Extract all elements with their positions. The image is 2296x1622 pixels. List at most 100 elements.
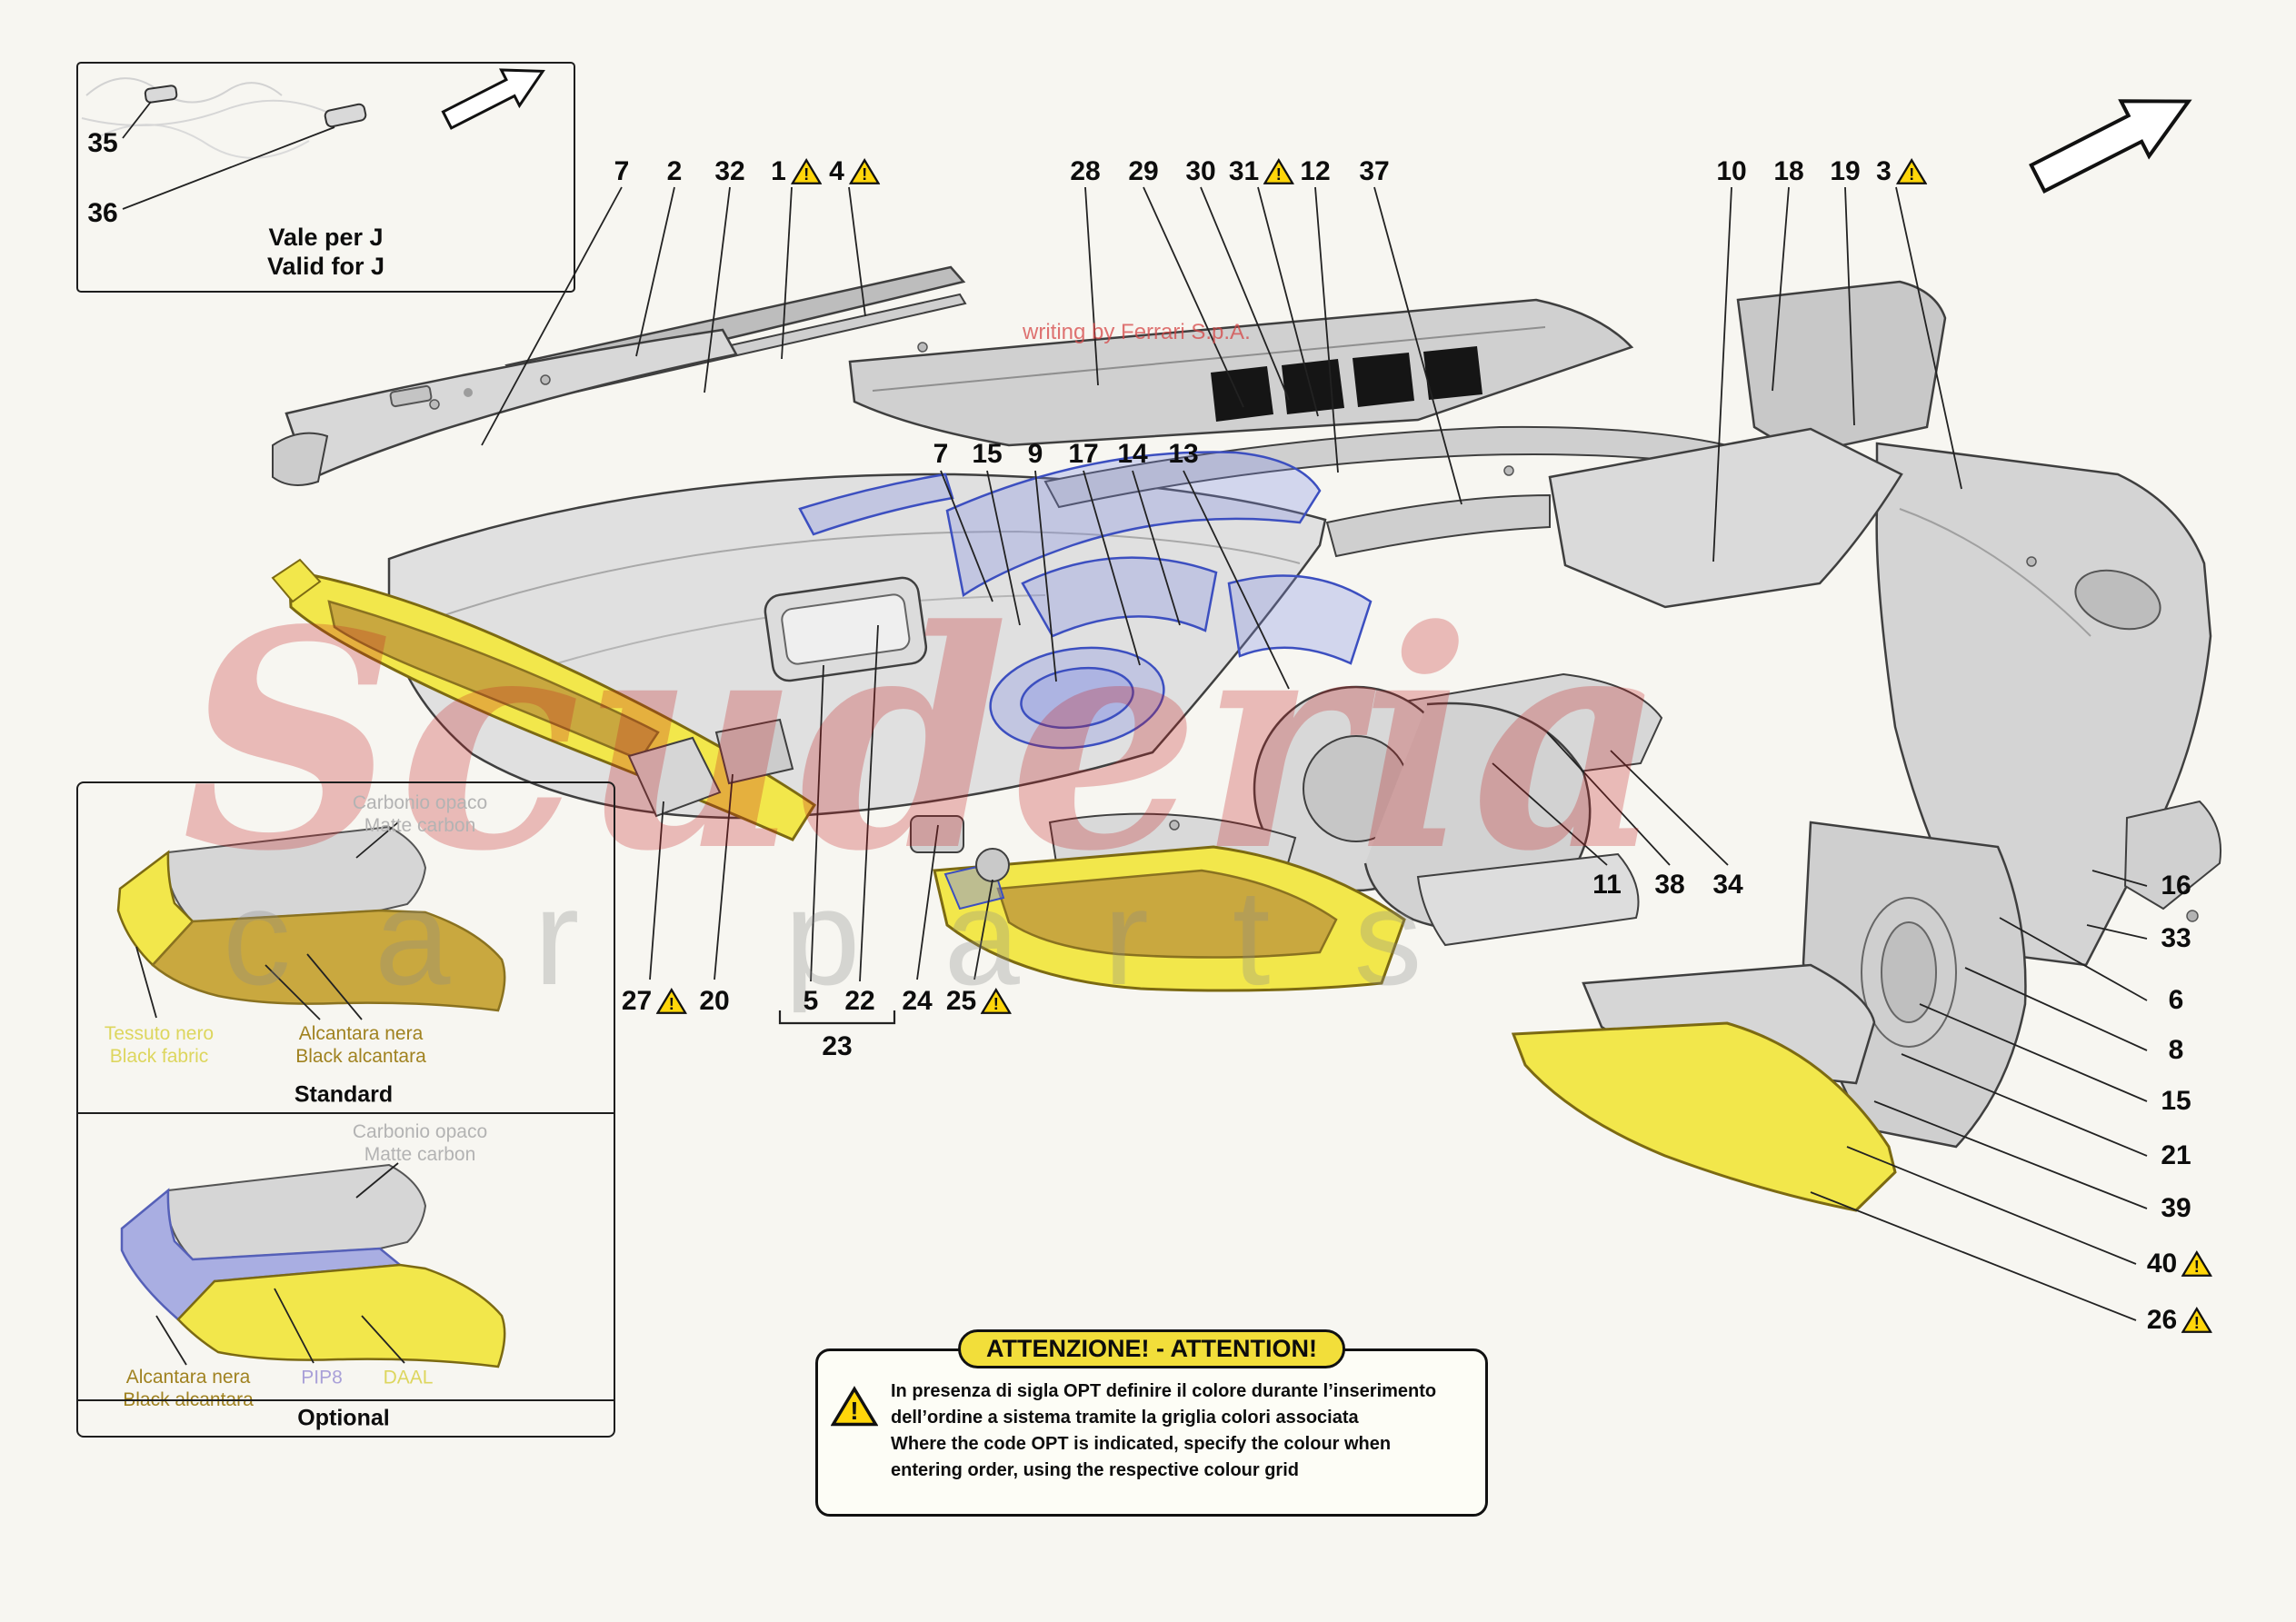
callout-7: 7 — [933, 439, 949, 470]
callout-1: 1! — [771, 156, 822, 187]
callout-number: 29 — [1128, 156, 1159, 186]
callout-14: 14 — [1117, 439, 1147, 470]
callout-3: 3! — [1876, 156, 1927, 187]
label-black-fabric: Tessuto nero Black fabric — [104, 1023, 215, 1067]
callout-number: 23 — [822, 1031, 853, 1061]
attention-line-4: entering order, using the respective col… — [891, 1460, 1299, 1480]
callout-number: 19 — [1830, 156, 1861, 186]
leader-lines — [135, 186, 2148, 1366]
attention-text: In presenza di sigla OPT definire il col… — [891, 1378, 1436, 1484]
attention-title: ATTENZIONE! - ATTENTION! — [958, 1329, 1345, 1368]
callout-35: 35 — [87, 128, 117, 159]
callout-number: 28 — [1070, 156, 1101, 186]
instrument-cluster-parts — [798, 451, 1373, 750]
callout-number: 14 — [1117, 439, 1148, 469]
callout-12: 12 — [1300, 156, 1330, 187]
callout-number: 13 — [1168, 439, 1199, 469]
callout-11: 11 — [1592, 870, 1622, 901]
callout-number: 27 — [621, 986, 653, 1016]
svg-text:!: ! — [993, 994, 999, 1013]
svg-text:!: ! — [862, 164, 867, 184]
callout-number: 15 — [972, 439, 1003, 469]
callout-number: 8 — [2168, 1035, 2184, 1065]
callout-number: 33 — [2161, 923, 2191, 953]
svg-text:!: ! — [1276, 164, 1282, 184]
warning-icon: ! — [848, 158, 880, 184]
mid-right-panels — [1325, 427, 1903, 609]
callout-2: 2 — [667, 156, 683, 187]
callout-24: 24 — [902, 986, 932, 1017]
inset-caption-italian: Vale per J — [268, 224, 384, 251]
warning-icon: ! — [2181, 1250, 2213, 1277]
callout-number: 7 — [614, 156, 630, 186]
callout-number: 6 — [2168, 985, 2184, 1015]
steering-column-cowl — [1253, 685, 1640, 947]
callout-31: 31! — [1229, 156, 1295, 187]
callout-4: 4! — [829, 156, 880, 187]
callout-number: 15 — [2161, 1086, 2191, 1116]
callout-number: 11 — [1592, 870, 1622, 900]
callout-number: 4 — [829, 156, 844, 186]
warning-icon: ! — [656, 988, 688, 1014]
label-pip8: PIP8 — [301, 1367, 343, 1388]
warning-icon: ! — [2181, 1307, 2213, 1333]
svg-text:!: ! — [1909, 164, 1914, 184]
callout-number: 16 — [2161, 871, 2191, 901]
callout-number: 17 — [1068, 439, 1099, 469]
callout-number: 37 — [1359, 156, 1390, 186]
callout-number: 2 — [666, 156, 683, 186]
label-matte-carbon-optional: Carbonio opaco Matte carbon — [352, 1121, 488, 1165]
callout-29: 29 — [1128, 156, 1158, 187]
callout-5: 5 — [804, 986, 819, 1017]
materials-divider-2 — [78, 1399, 614, 1401]
callout-32: 32 — [714, 156, 744, 187]
callout-number: 40 — [2146, 1249, 2178, 1279]
callout-40: 40! — [2146, 1249, 2213, 1279]
standard-title: Standard — [294, 1081, 394, 1108]
callout-28: 28 — [1070, 156, 1100, 187]
label-daal: DAAL — [383, 1367, 434, 1388]
label-black-alcantara-standard: Alcantara nera Black alcantara — [295, 1023, 426, 1067]
callout-16: 16 — [2161, 871, 2191, 901]
small-fastener-parts — [429, 342, 2037, 882]
inset-caption-english: Valid for J — [266, 253, 385, 280]
callout-number: 12 — [1300, 156, 1331, 186]
materials-divider-1 — [78, 1112, 614, 1114]
callout-10: 10 — [1716, 156, 1746, 187]
attention-line-3: Where the code OPT is indicated, specify… — [891, 1434, 1392, 1454]
callout-number: 9 — [1027, 439, 1043, 469]
callout-34: 34 — [1712, 870, 1742, 901]
materials-legend-box: Carbonio opaco Matte carbon Tessuto nero… — [76, 781, 615, 1438]
svg-text:!: ! — [2194, 1257, 2200, 1276]
callout-9: 9 — [1028, 439, 1043, 470]
callout-13: 13 — [1168, 439, 1198, 470]
materials-optional-drawing — [120, 1163, 506, 1368]
callout-number: 22 — [844, 986, 875, 1016]
svg-text:!: ! — [850, 1397, 858, 1425]
callout-17: 17 — [1068, 439, 1098, 470]
callout-22: 22 — [844, 986, 874, 1017]
center-lower-trim-highlighted — [933, 845, 1406, 992]
direction-arrow-large — [2029, 99, 2192, 194]
svg-text:!: ! — [669, 994, 674, 1013]
callout-7: 7 — [614, 156, 630, 187]
callout-15: 15 — [2161, 1086, 2191, 1117]
svg-text:!: ! — [804, 164, 809, 184]
callout-33: 33 — [2161, 923, 2191, 954]
callout-21: 21 — [2161, 1140, 2191, 1171]
callout-number: 1 — [771, 156, 786, 186]
callout-number: 3 — [1876, 156, 1892, 186]
callout-number: 39 — [2161, 1193, 2191, 1223]
callout-36: 36 — [87, 198, 117, 229]
inset-leader-lines — [122, 101, 335, 210]
callout-number: 18 — [1773, 156, 1804, 186]
attention-line-2: dell’ordine a sistema tramite la griglia… — [891, 1408, 1359, 1428]
callout-number: 20 — [699, 986, 730, 1016]
callout-15: 15 — [972, 439, 1002, 470]
callout-8: 8 — [2169, 1035, 2184, 1066]
warning-icon: ! — [831, 1386, 878, 1427]
callout-20: 20 — [699, 986, 729, 1017]
callout-number: 21 — [2161, 1140, 2191, 1170]
